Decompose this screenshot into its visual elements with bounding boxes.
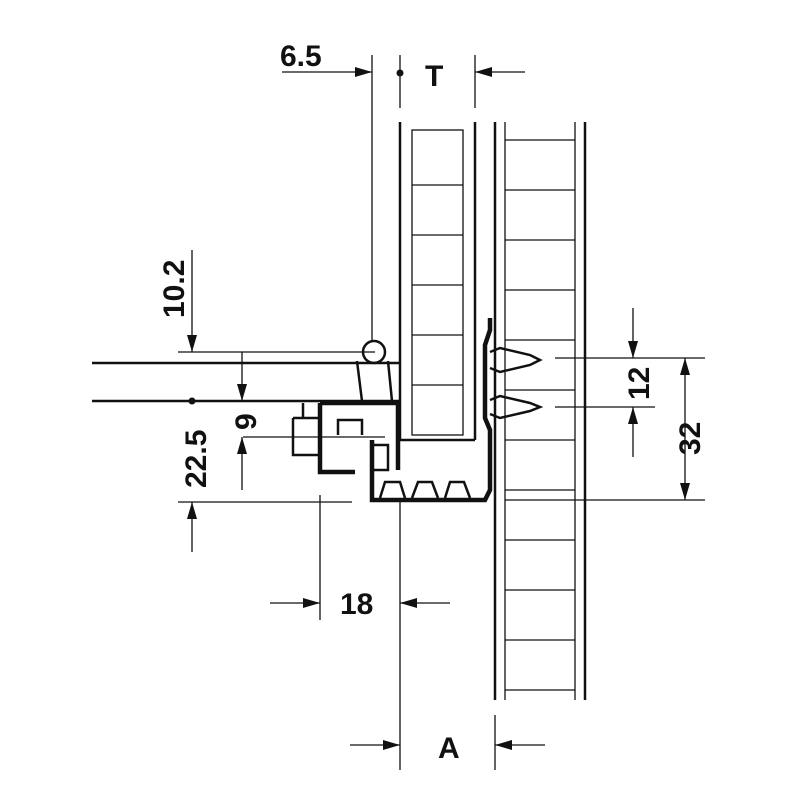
runner-profile [243,55,493,770]
dim-label-18: 18 [340,588,373,621]
cabinet-side-panel [493,122,587,700]
drawer-bottom [92,351,400,403]
dimension-lines [178,55,705,770]
dim-label-12: 12 [623,367,656,400]
drawer-side-panel [398,122,477,442]
dim-label-a: A [438,732,460,765]
dim-label-6-5: 6.5 [280,40,322,73]
dim-label-9: 9 [230,413,263,430]
dim-label-10-2: 10.2 [158,260,191,318]
dim-label-t: T [425,60,443,93]
screw-icon [489,346,544,420]
dim-label-22-5: 22.5 [180,430,213,488]
dim-label-32: 32 [674,422,707,455]
